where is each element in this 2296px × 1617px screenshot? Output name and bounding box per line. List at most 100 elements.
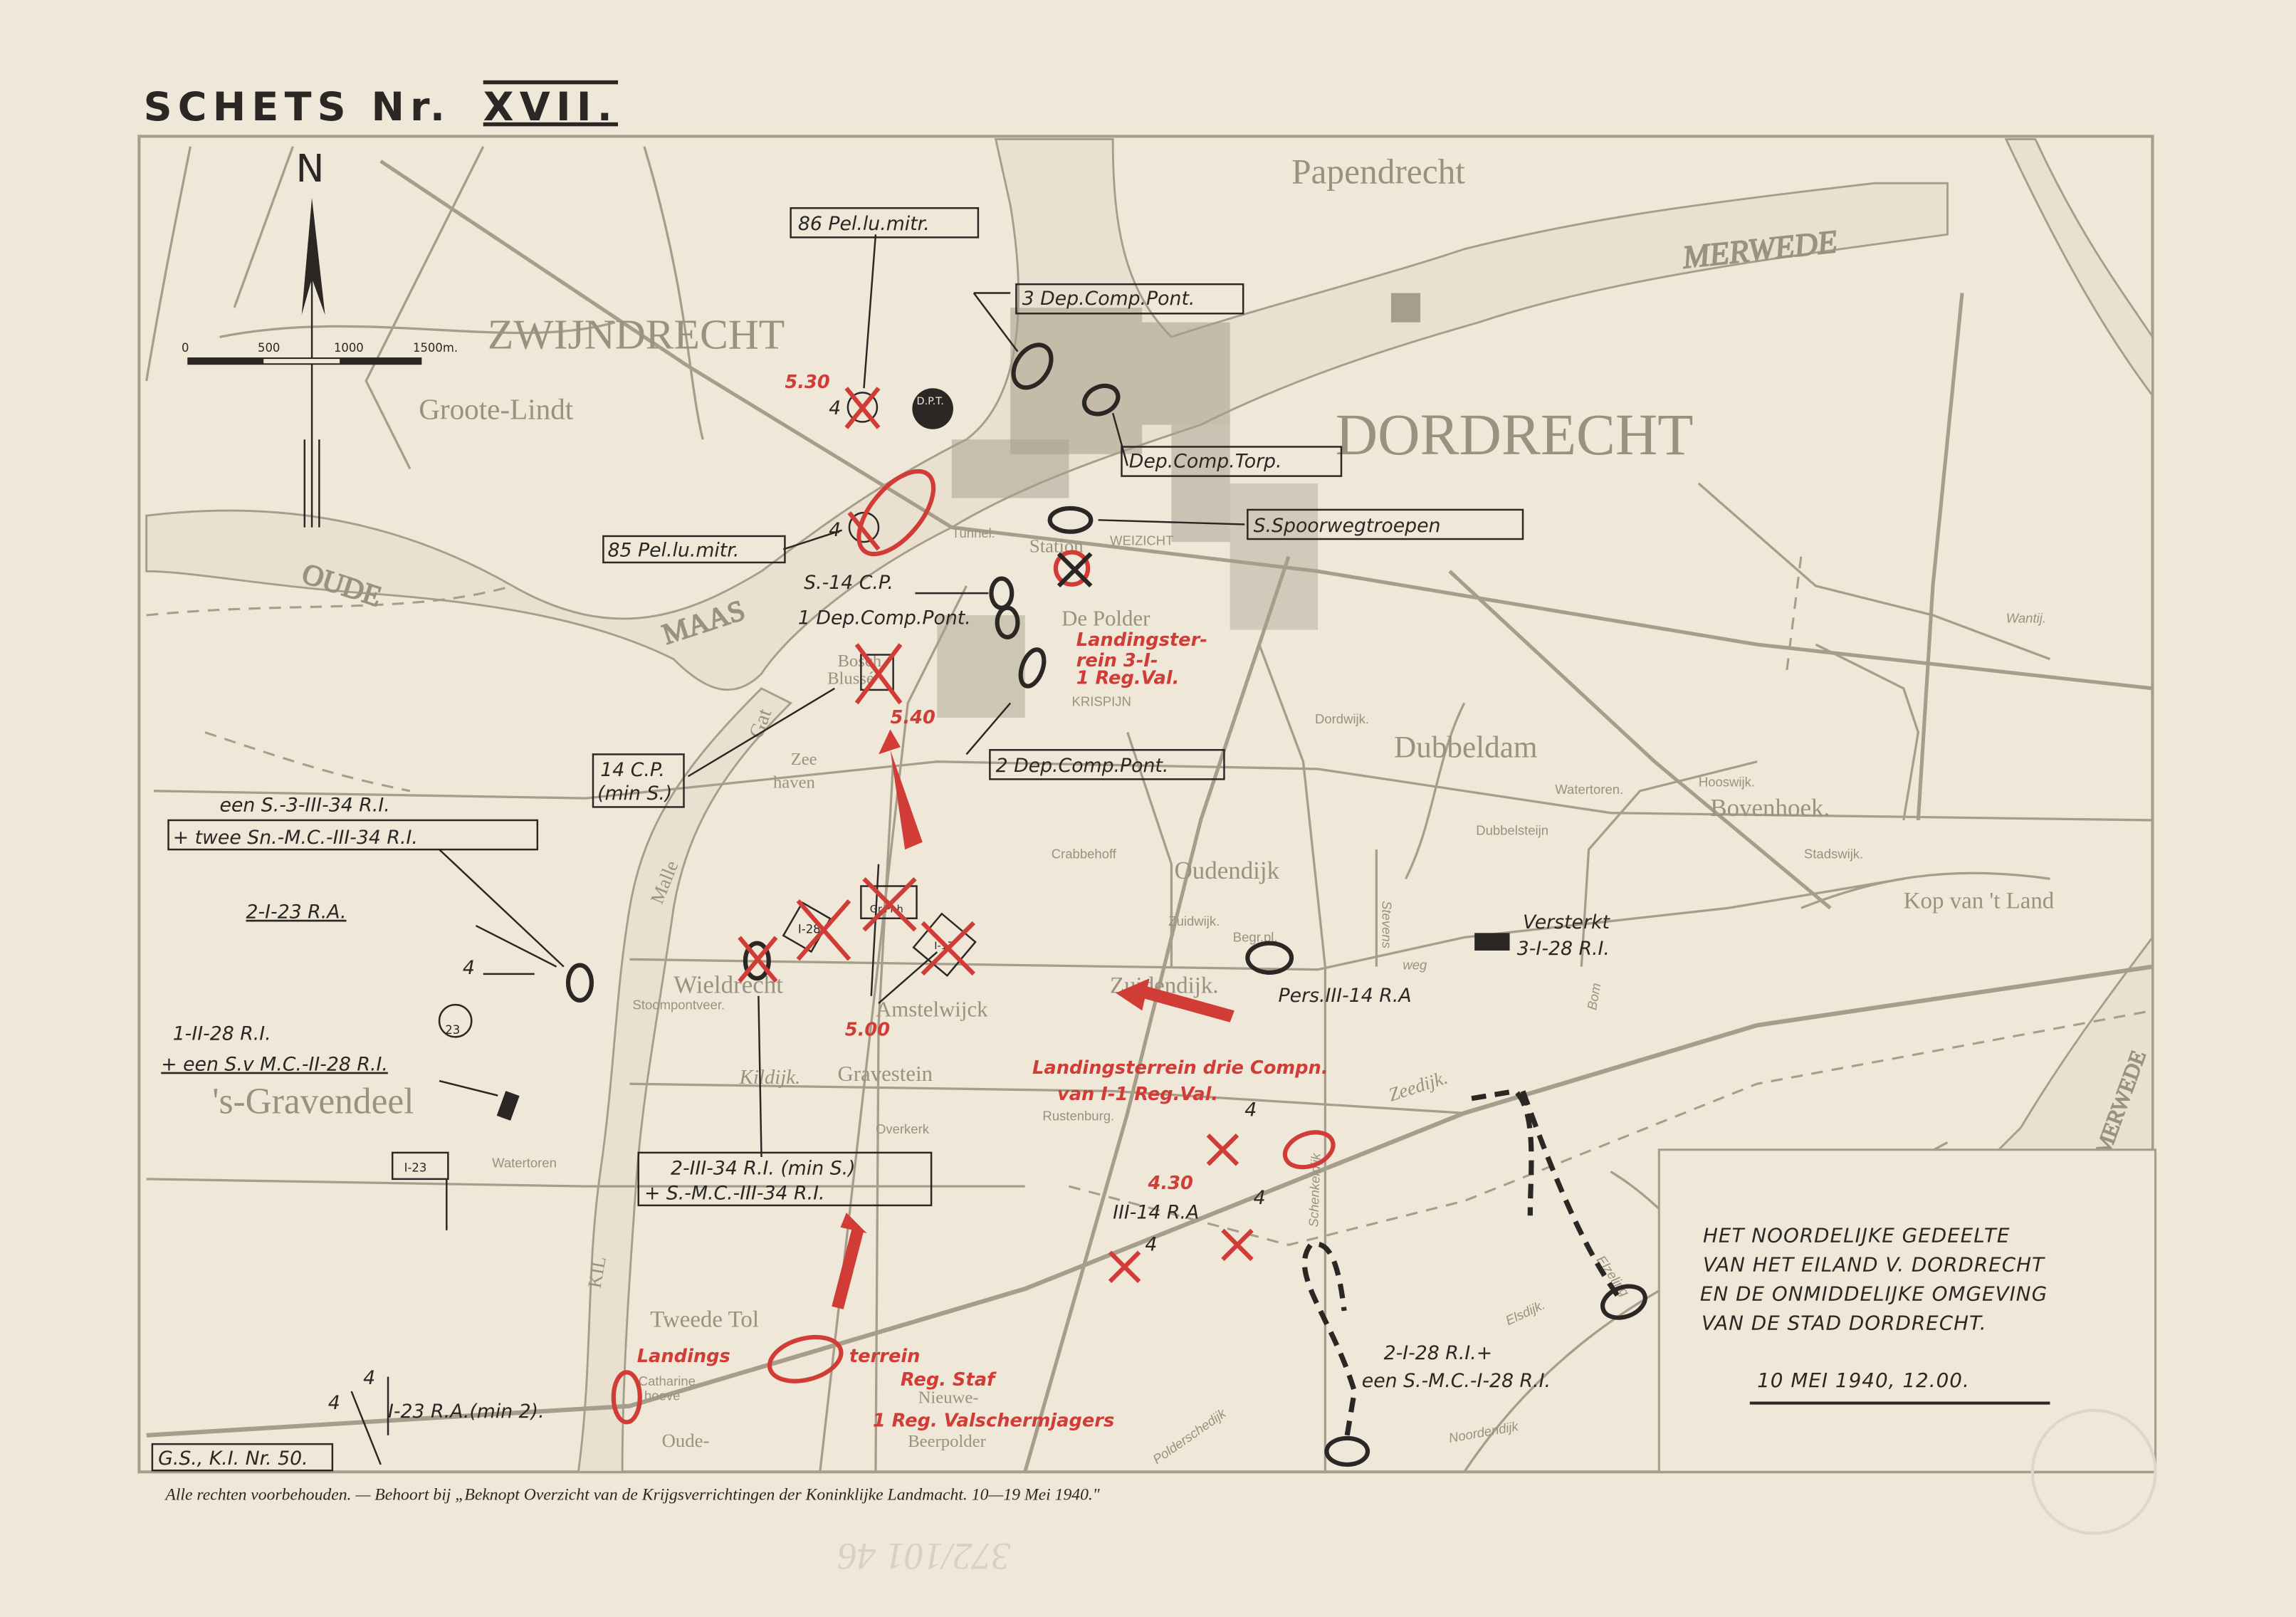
unit-i28-label: I-28 — [798, 922, 821, 936]
label-dep-comp-torp: Dep.Comp.Torp. — [1129, 450, 1282, 472]
map-frame — [137, 135, 2154, 1474]
legend-line-3: EN DE ONMIDDELIJKE OMGEVING — [1700, 1282, 2048, 1306]
unit-oval — [1324, 1435, 1370, 1467]
road-bom: Bom — [1584, 982, 1603, 1011]
place-oude-west: Oude- — [662, 1430, 710, 1451]
label-4: 4 — [328, 1392, 340, 1414]
place-weizicht: WEIZICHT — [1110, 533, 1173, 548]
place-stadswijk: Stadswijk. — [1804, 846, 1863, 861]
label-14-cp-min-s: (min S.) — [597, 783, 672, 805]
unit-oval — [995, 605, 1020, 639]
label-4: 4 — [363, 1367, 375, 1389]
place-papendrecht: Papendrecht — [1291, 152, 1465, 191]
legend-line-4: VAN DE STAD DORDRECHT. — [1702, 1312, 1987, 1335]
reg-staf: Reg. Staf — [901, 1369, 997, 1391]
unit-box-i23 — [391, 1151, 449, 1181]
label-4: 4 — [463, 957, 475, 979]
place-stoompontveer: Stoompontveer. — [633, 997, 725, 1012]
scale-bar: 0 500 1000 1500m. — [182, 341, 458, 365]
place-wieldrecht: Wieldrecht — [673, 971, 783, 999]
place-dubbelsteijn: Dubbelsteijn — [1476, 823, 1548, 838]
label-4: 4 — [829, 397, 841, 419]
label-4: 4 — [1244, 1099, 1257, 1121]
place-kop-van-t-land: Kop van 't Land — [1904, 888, 2055, 914]
place-de-polder: De Polder — [1061, 606, 1150, 630]
road-zeedijk: Zeedijk. — [1386, 1067, 1450, 1106]
label-1-dep-comp-pont: 1 Dep.Comp.Pont. — [798, 607, 971, 629]
label-twee-sn-mc: + twee Sn.-M.C.-III-34 R.I. — [173, 827, 418, 849]
label-s-mc-iii-34-ri: + S.-M.C.-III-34 R.I. — [644, 1183, 825, 1205]
movement-path — [1301, 1241, 1358, 1436]
landing-van-i-1: van I-1 Reg.Val. — [1057, 1084, 1218, 1105]
landing-drie-compn: Landingsterrein drie Compn. — [1032, 1057, 1328, 1079]
place-zuidwijk: Zuidwijk. — [1168, 914, 1220, 928]
north-arrow-icon — [301, 197, 325, 315]
landing-3-i-a: Landingster- — [1076, 629, 1207, 651]
road-polderschedijk: Polderschedijk — [1150, 1405, 1230, 1467]
label-2-dep-comp-pont: 2 Dep.Comp.Pont. — [996, 755, 1169, 777]
unit-box-grprh — [860, 885, 918, 919]
road-noordendijk: Noordendijk — [1447, 1418, 1521, 1445]
road-weg: weg — [1403, 958, 1427, 973]
landing-3-i-b: rein 3-I- — [1076, 650, 1158, 671]
legend-line-2: VAN HET EILAND V. DORDRECHT — [1703, 1252, 2045, 1276]
place-oudendijk: Oudendijk — [1175, 857, 1280, 884]
red-advance-arrow — [832, 1213, 867, 1309]
place-dubbeldam: Dubbeldam — [1394, 731, 1537, 765]
legend-date: 10 MEI 1940, 12.00. — [1757, 1369, 1970, 1392]
place-amstelwijck: Amstelwijck — [876, 998, 988, 1022]
landing-terrein: terrein — [849, 1346, 921, 1367]
place-zwijndrecht: ZWIJNDRECHT — [488, 311, 785, 358]
movement-path — [1520, 1090, 1620, 1298]
unit-block — [1474, 933, 1510, 951]
landing-landings: Landings — [637, 1346, 730, 1367]
dpt-label: D.P.T. — [917, 396, 944, 407]
label-pers-iii-14-ra: Pers.III-14 R.A — [1279, 985, 1412, 1007]
place-overkerk: Overkerk — [876, 1121, 930, 1136]
label-2-i-23-ra: 2-I-23 R.A. — [246, 901, 347, 923]
label-versterkt: Versterkt — [1523, 911, 1610, 933]
unit-oval — [1245, 941, 1294, 975]
place-krispijn: KRISPIJN — [1072, 694, 1131, 709]
place-kildijk: Kildijk. — [739, 1066, 801, 1089]
unit-23-label: 23 — [445, 1023, 460, 1037]
unit-oval — [1047, 506, 1094, 534]
label-4: 4 — [829, 519, 841, 541]
unit-oval — [565, 963, 594, 1003]
label-85-pel: 85 Pel.lu.mitr. — [608, 540, 740, 562]
landing-3-i-c: 1 Reg.Val. — [1076, 668, 1180, 689]
label-1-ii-28-ri: 1-II-28 R.I. — [173, 1022, 271, 1045]
label-14-cp: 14 C.P. — [600, 759, 665, 781]
stamp-mark — [2030, 1408, 2157, 1535]
place-blusse: Blussé — [827, 669, 874, 689]
base-map — [145, 138, 2154, 1473]
unit-labels: 86 Pel.lu.mitr. 3 Dep.Comp.Pont. Dep.Com… — [151, 206, 1610, 1472]
label-een-s-3-iii-34: een S.-3-III-34 R.I. — [220, 795, 390, 817]
place-rustenburg: Rustenburg. — [1042, 1109, 1114, 1124]
place-watertoren-west: Watertoren — [492, 1155, 557, 1170]
legend-box: HET NOORDELIJKE GEDEELTE VAN HET EILAND … — [1657, 1148, 2157, 1473]
place-crabbehoff: Crabbehoff — [1052, 846, 1117, 861]
place-dordrecht: DORDRECHT — [1336, 402, 1694, 467]
road-stevens: Stevens — [1380, 901, 1395, 948]
red-circle — [1053, 550, 1091, 587]
label-86-pel: 86 Pel.lu.mitr. — [798, 213, 930, 235]
scale-tick-1000: 1000 — [334, 341, 364, 355]
place-bovenhoek: Bovenhoek. — [1710, 794, 1830, 822]
place-watertoren-east: Watertoren. — [1555, 782, 1623, 797]
unit-i23-label: I-23 — [404, 1161, 427, 1175]
scale-tick-500: 500 — [258, 341, 280, 355]
unit-oval — [1018, 647, 1047, 689]
label-3-dep-comp-pont: 3 Dep.Comp.Pont. — [1022, 288, 1195, 310]
unit-23-symbol — [438, 1003, 473, 1038]
place-beerpolder: Beerpolder — [908, 1432, 986, 1451]
landing-zone-oval — [856, 469, 936, 557]
label-2-i-28-ri: 2-I-28 R.I.+ — [1384, 1342, 1492, 1364]
label-3-i-28-ri: 3-I-28 R.I. — [1517, 938, 1610, 960]
reg-valschermjagers: 1 Reg. Valschermjagers — [873, 1410, 1114, 1431]
red-crosses — [738, 387, 1254, 1284]
landing-zone-oval — [1282, 1130, 1336, 1170]
time-500: 5.00 — [845, 1019, 890, 1040]
time-530: 5.30 — [785, 372, 829, 393]
place-haven: haven — [773, 773, 815, 792]
